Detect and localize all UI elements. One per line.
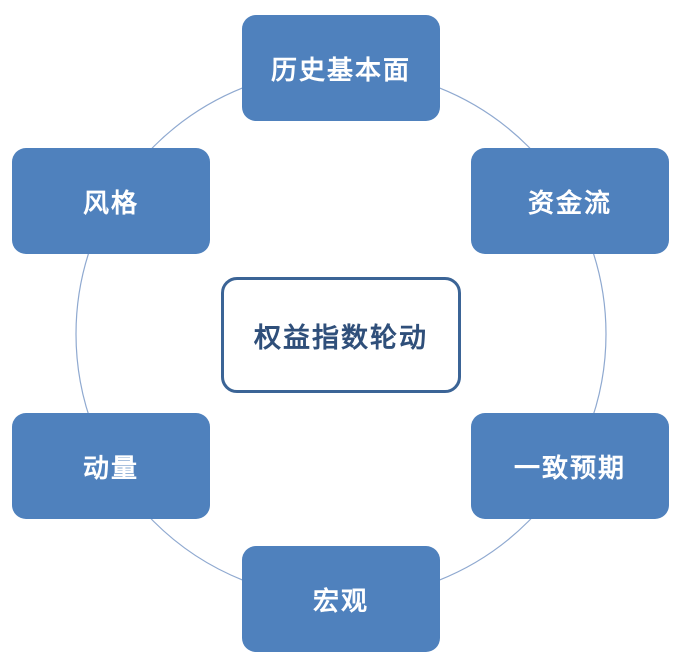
node-momentum: 动量	[12, 413, 210, 519]
node-style: 风格	[12, 148, 210, 254]
node-capital-flow: 资金流	[471, 148, 669, 254]
node-historical-fundamentals: 历史基本面	[242, 15, 440, 121]
node-consensus-expectation: 一致预期	[471, 413, 669, 519]
node-macro: 宏观	[242, 546, 440, 652]
center-node: 权益指数轮动	[221, 277, 461, 393]
